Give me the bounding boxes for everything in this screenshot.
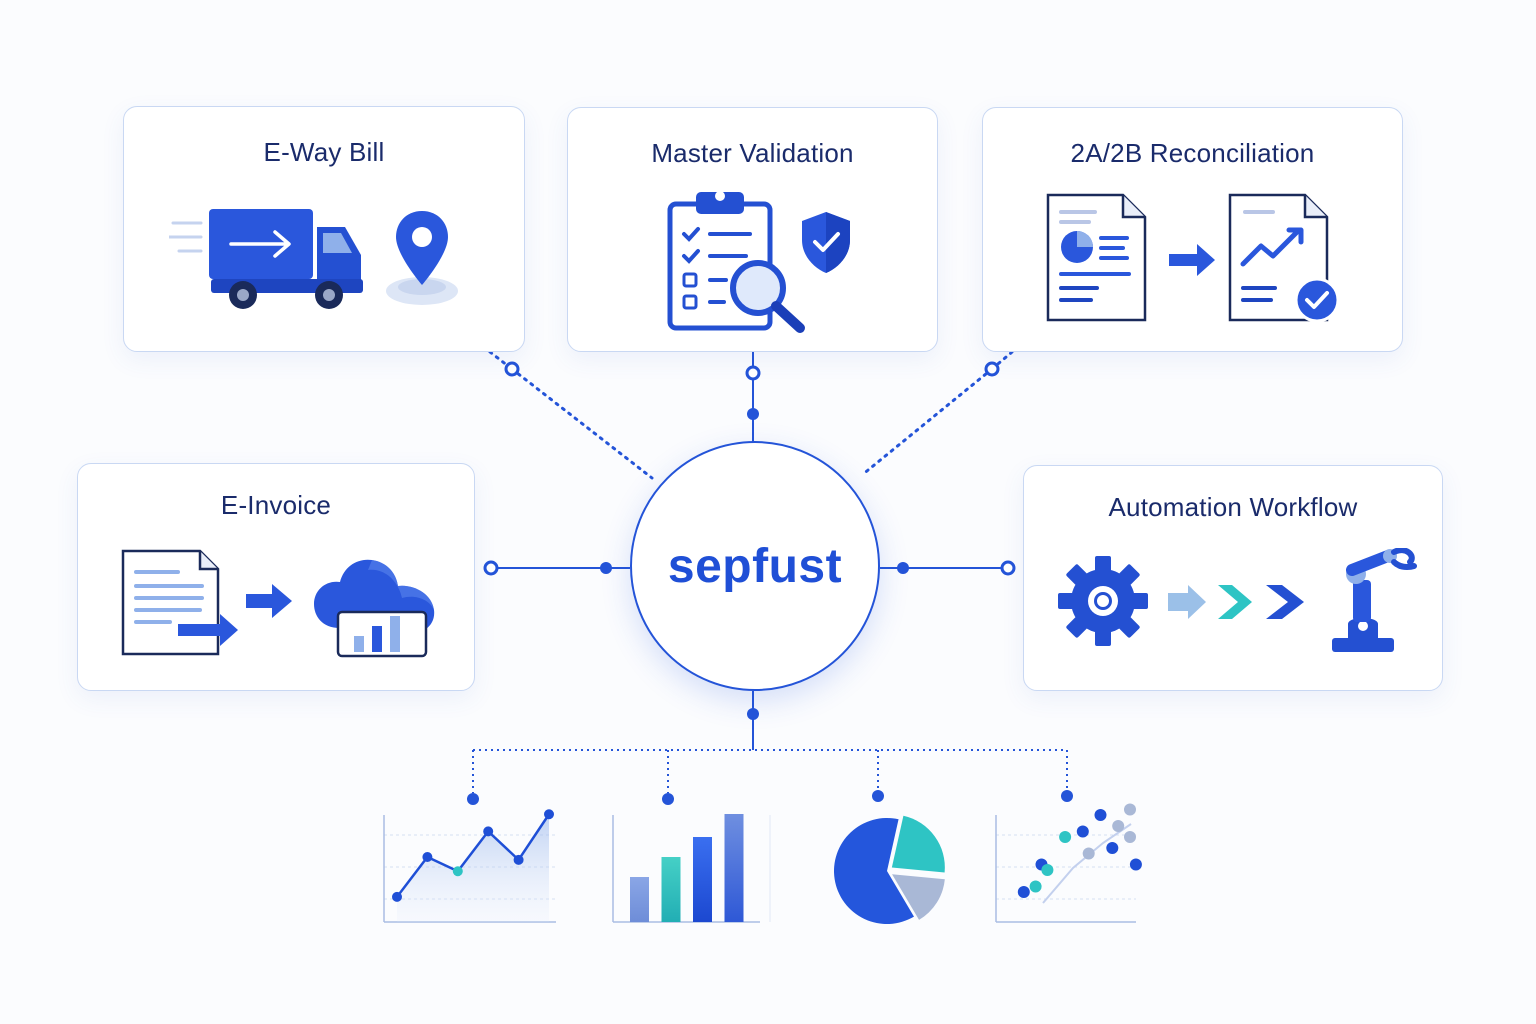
area-fill [397, 814, 549, 922]
hub-logo-text: sepfust [667, 540, 843, 593]
pie-slice [891, 815, 945, 873]
area-point [392, 891, 402, 902]
scatter-point [1041, 864, 1054, 876]
connector-node [984, 361, 1000, 377]
card-master-validation[interactable]: Master Validation [567, 107, 938, 352]
shield-check-icon [802, 212, 850, 273]
scatter-point [1076, 825, 1089, 838]
scatter-point [1017, 886, 1030, 898]
card-title: E-Way Bill [263, 137, 385, 167]
card-title: E-Invoice [220, 490, 332, 520]
invoice-document-icon [121, 549, 238, 656]
bar [724, 814, 744, 922]
pie-slice [834, 817, 914, 924]
scatter-point [1129, 858, 1142, 871]
scatter-point [1106, 842, 1119, 854]
report-document-icon [1046, 193, 1147, 322]
card-e-invoice[interactable]: E-Invoice [77, 463, 475, 691]
connector-node [504, 361, 520, 377]
cloud-chart-icon [314, 559, 435, 658]
card-automation-workflow[interactable]: Automation Workflow [1023, 465, 1443, 691]
area-line [396, 813, 551, 898]
card-title: Automation Workflow [1108, 492, 1358, 522]
connector-einvoice [483, 560, 630, 576]
check-badge-icon [1294, 277, 1340, 323]
scatter-point [1029, 880, 1042, 893]
area-point [544, 809, 554, 820]
bar [661, 857, 681, 922]
pie-chart [834, 815, 945, 924]
delivery-truck-icon [169, 209, 363, 309]
scatter-point [1124, 831, 1136, 843]
scatter-point [1082, 847, 1095, 860]
scatter-point [1094, 809, 1107, 821]
connector-master [745, 352, 761, 442]
area-chart [383, 809, 556, 923]
robot-arm-icon [1332, 548, 1417, 652]
arrow-right-icon [1169, 244, 1215, 276]
scatter-trend-line [1042, 823, 1132, 904]
hub-circle[interactable]: sepfust [630, 441, 880, 691]
pie-slice [892, 874, 945, 920]
location-pin-icon [386, 211, 458, 305]
card-title: Master Validation [651, 138, 854, 168]
arrow-right-icon [246, 584, 292, 618]
area-point [483, 826, 494, 837]
scatter-chart [995, 803, 1142, 923]
scatter-point [1124, 803, 1136, 816]
scatter-point [1059, 831, 1072, 843]
card-reconciliation[interactable]: 2A/2B Reconciliation [982, 107, 1403, 352]
area-point [452, 866, 463, 877]
magnifier-icon [730, 260, 805, 333]
chevron-arrows-icon [1168, 585, 1304, 619]
bar-chart [612, 814, 771, 923]
connector-automation [880, 560, 1016, 576]
card-eway-bill[interactable]: E-Way Bill [123, 106, 525, 352]
gear-icon [1058, 556, 1148, 646]
bar [630, 877, 649, 922]
connector-charts [467, 691, 1073, 805]
bar [693, 837, 712, 922]
area-point [513, 854, 524, 865]
scatter-point [1112, 820, 1125, 832]
card-title: 2A/2B Reconciliation [1070, 138, 1315, 168]
area-point [422, 852, 433, 862]
